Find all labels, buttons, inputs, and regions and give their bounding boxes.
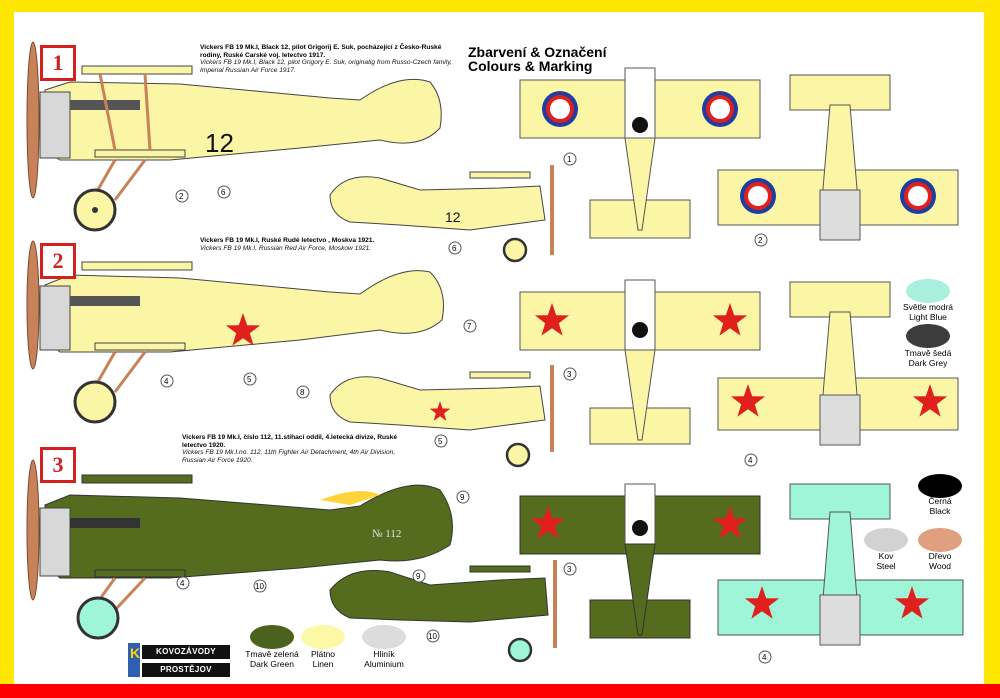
logo-letter: K [130,645,141,661]
swatch-en: Wood [928,560,952,571]
scheme1-caption: Vickers FB 19 Mk.I, Black 12, pilot Grig… [200,44,458,74]
scheme1-top-view [519,67,761,239]
title-czech: Zbarvení & Označení [468,44,607,60]
scheme2-caption-cz: Vickers FB 19 Mk.I, Ruské Rudé letectvo … [200,237,375,244]
callout-label: 3 [567,565,572,574]
logo-bottom-text: PROSTĚJOV [142,663,230,677]
swatch-en: Dark Grey [908,357,948,368]
swatch-aluminium [362,625,406,649]
callout-label: 9 [416,572,421,581]
scheme3-bottom-view [717,483,964,646]
scheme3-small-view [329,560,557,663]
scheme2-small-view [329,365,554,468]
scheme1-bottom-view [717,74,959,241]
scheme-badge-1: 1 [40,45,76,81]
callout-label: 6 [452,244,457,253]
callout-label: 4 [762,653,767,662]
callout-label: 2 [758,236,763,245]
callout-label: 8 [300,388,305,397]
swatch-black [918,474,962,498]
scheme1-caption-en: Vickers FB 19 Mk.I, Black 12, pilot Grig… [200,59,452,74]
callout-label: 2 [179,192,184,201]
swatch-cz: Hliník [373,649,395,659]
swatch-cz: Tmavě zelená [245,649,299,659]
scheme2-bottom-view [717,281,959,446]
swatch-steel [864,528,908,552]
callout-label: 10 [255,582,264,591]
swatch-dark-grey [906,324,950,348]
callout-label: 6 [221,188,226,197]
swatch-en: Steel [876,560,896,571]
callout-label: 4 [164,377,169,386]
scheme3-fuselage-code: № 112 [372,528,402,540]
swatch-en: Black [929,505,951,516]
callout-label: 10 [428,632,437,641]
swatch-wood [918,528,962,552]
scheme1-small-view: 12 [329,165,554,263]
svg-text:12: 12 [205,128,234,158]
swatch-light-blue [906,279,950,303]
swatch-cz: Světle modrá [902,302,954,312]
swatch-en: Linen [312,658,334,669]
callout-label: 5 [247,375,252,384]
swatch-dark-green [250,625,294,649]
scheme2-side-view [26,240,444,424]
swatch-cz: Plátno [310,649,336,659]
scheme3-caption-en: Vickers FB 19 Mk.I.no. 112, 11th Fighter… [182,449,396,464]
swatch-en: Dark Green [250,658,294,669]
callouts [160,152,772,664]
callout-label: 4 [180,579,185,588]
scheme2-top-view [519,279,761,445]
swatch-en: Light Blue [909,311,947,322]
swatch-cz: Tmavě šedá [904,348,952,358]
scheme3-top-view [519,483,761,639]
swatch-cz: Kov [878,551,894,561]
scheme1-side-view: 12 [26,41,442,232]
swatch-en: Aluminium [364,658,404,669]
logo-mark: K [128,643,140,677]
scheme-badge-2: 2 [40,243,76,279]
title-english: Colours & Marking [468,58,593,74]
scheme3-side-view [26,459,453,640]
swatch-cz: Dřevo [928,551,952,561]
scheme1-caption-cz: Vickers FB 19 Mk.I, Black 12, pilot Grig… [200,44,442,59]
scheme3-caption-cz: Vickers FB 19 Mk.I, číslo 112, 11.stíhac… [182,434,398,449]
swatch-cz: Černá [928,496,952,506]
scheme2-caption: Vickers FB 19 Mk.I, Ruské Rudé letectvo … [200,237,460,252]
callout-label: 1 [567,155,572,164]
scheme-badge-3: 3 [40,447,76,483]
callout-label: 3 [567,370,572,379]
callout-label: 5 [438,437,443,446]
callout-label: 4 [748,456,753,465]
svg-text:12: 12 [445,209,461,225]
swatch-linen [301,625,345,649]
scheme2-caption-en: Vickers FB 19 Mk.I, Russian Red Air Forc… [200,244,372,252]
callout-label: 9 [460,493,465,502]
scheme3-caption: Vickers FB 19 Mk.I, číslo 112, 11.stíhac… [182,434,414,464]
logo-top-text: KOVOZÁVODY [142,645,230,659]
callout-label: 7 [467,322,472,331]
